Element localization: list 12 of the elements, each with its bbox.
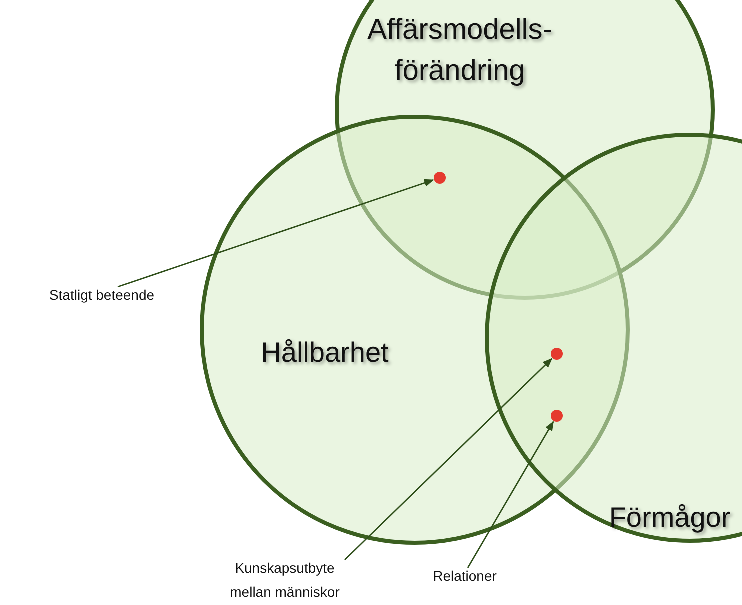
circle-title: Affärsmodells- förändring — [366, 13, 554, 89]
leader-arrow — [467, 421, 554, 568]
leader-arrow — [344, 358, 553, 560]
callout-label: Kunskapsutbyte mellan människor — [215, 557, 355, 605]
leader-arrow — [118, 179, 434, 288]
marker-dot — [434, 172, 446, 184]
callout-label: Relationer — [420, 565, 510, 589]
circle-title: Förmågor — [608, 501, 732, 535]
callout-label: Statligt beteende — [12, 284, 192, 308]
circle-title: Hållbarhet — [260, 336, 390, 370]
marker-dot — [551, 410, 563, 422]
marker-dot — [551, 348, 563, 360]
